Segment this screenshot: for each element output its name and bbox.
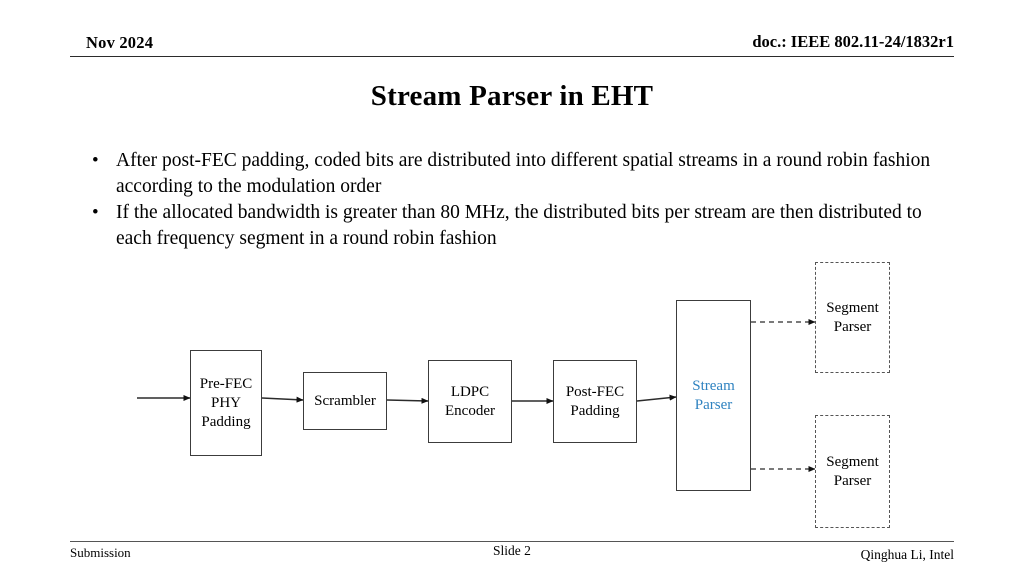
diagram-block-label: Post-FEC Padding — [565, 383, 625, 419]
connector-pre-fec-to-scrambler — [261, 396, 304, 403]
bullet-list: • After post-FEC padding, coded bits are… — [84, 148, 956, 252]
connector-post-fec-to-stream-parser — [636, 394, 677, 402]
bullet-marker-icon: • — [92, 202, 99, 223]
diagram-block-label: Scrambler — [314, 392, 376, 409]
diagram-block-label: Segment Parser — [826, 453, 879, 489]
diagram-block-ldpc-encoder: LDPC Encoder — [428, 360, 512, 443]
header-date: Nov 2024 — [86, 33, 154, 52]
diagram-block-scrambler: Scrambler — [303, 372, 387, 430]
diagram-block-segment-parser-bottom: Segment Parser — [815, 415, 890, 528]
diagram-block-segment-parser-top: Segment Parser — [815, 262, 890, 373]
diagram-block-label: Stream Parser — [692, 377, 735, 413]
header-doc-id: doc.: IEEE 802.11-24/1832r1 — [752, 32, 954, 51]
bullet-marker-icon: • — [92, 150, 99, 171]
diagram-block-label: Pre-FEC PHY Padding — [199, 375, 253, 430]
footer-divider — [70, 541, 954, 542]
header-divider — [70, 56, 954, 57]
diagram-block-stream-parser: Stream Parser — [676, 300, 751, 491]
page-title: Stream Parser in EHT — [370, 80, 654, 112]
diagram-block-label: LDPC Encoder — [445, 383, 495, 419]
footer-submission-label: Submission — [70, 545, 131, 560]
bullet-text: If the allocated bandwidth is greater th… — [116, 202, 922, 249]
footer-author: Qinghua Li, Intel — [860, 547, 954, 562]
bullet-text: After post-FEC padding, coded bits are d… — [116, 150, 931, 197]
connector-scrambler-to-ldpc — [386, 397, 429, 404]
diagram-block-label: Segment Parser — [826, 299, 879, 335]
list-item: • If the allocated bandwidth is greater … — [84, 200, 956, 251]
list-item: • After post-FEC padding, coded bits are… — [84, 148, 956, 199]
diagram-block-pre-fec-phy-padding: Pre-FEC PHY Padding — [190, 350, 262, 456]
footer-slide-number: Slide 2 — [493, 543, 531, 558]
diagram-block-post-fec-padding: Post-FEC Padding — [553, 360, 637, 443]
